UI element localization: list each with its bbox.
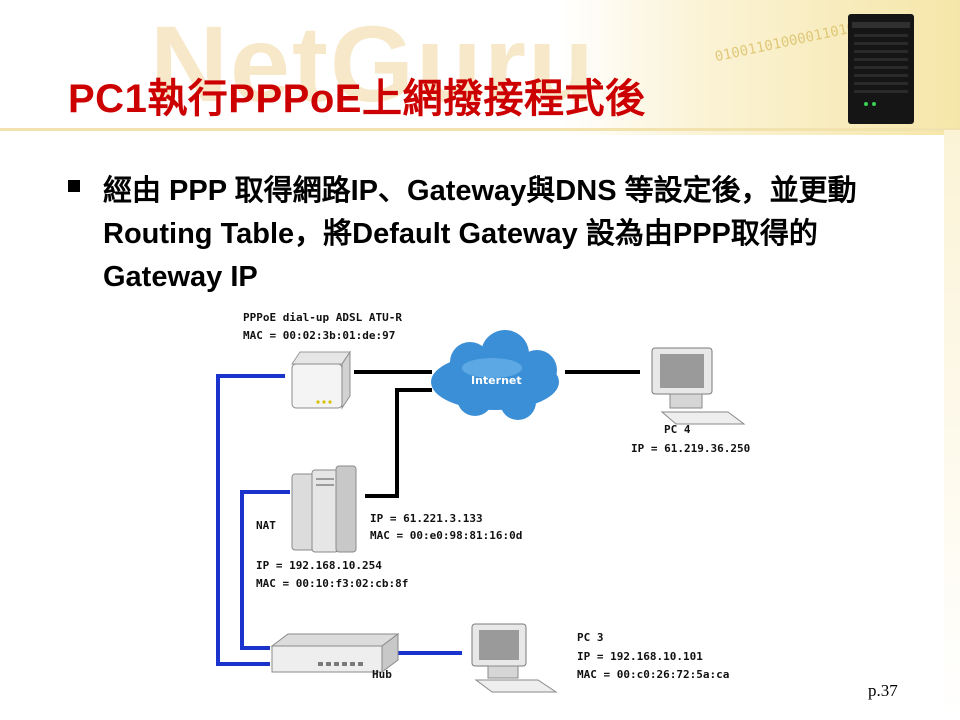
nat-wan-ip-label: IP = 61.221.3.133 <box>370 512 483 525</box>
page-number: p.37 <box>868 681 898 700</box>
nat-name-label: NAT <box>256 519 276 532</box>
nat-lan-ip-label: IP = 192.168.10.254 <box>256 559 382 572</box>
pc4-ip-label: IP = 61.219.36.250 <box>631 442 751 455</box>
server-decor: 0100110100001101011 <box>713 14 914 124</box>
pc3-name-label: PC 3 <box>577 631 604 644</box>
adsl-name-label: PPPoE dial-up ADSL ATU-R <box>243 311 402 324</box>
bullet-marker <box>68 180 80 192</box>
pc3-mac-label: MAC = 00:c0:26:72:5a:ca <box>577 668 730 681</box>
nat-server-icon <box>291 465 357 553</box>
header-divider <box>0 128 960 131</box>
hub-icon <box>270 633 400 673</box>
right-rail <box>944 130 960 720</box>
nat-wan-mac-label: MAC = 00:e0:98:81:16:0d <box>370 529 523 542</box>
hub-name-label: Hub <box>372 668 392 681</box>
adsl-modem-icon <box>291 350 351 410</box>
pc4-name-label: PC 4 <box>664 423 691 436</box>
blue-links <box>216 374 462 666</box>
internet-label: Internet <box>471 374 522 387</box>
header-banner: NetGuru 0100110100001101011 PC1執行PPPoE上網… <box>0 0 960 140</box>
pc3-ip-label: IP = 192.168.10.101 <box>577 650 703 663</box>
bullet-text: 經由 PPP 取得網路IP、Gateway與DNS 等設定後，並更動 Routi… <box>103 175 857 293</box>
pc3-computer-icon <box>471 623 558 693</box>
internet-cloud-icon <box>431 330 559 420</box>
black-links <box>354 370 640 498</box>
slide-title: PC1執行PPPoE上網撥接程式後 <box>68 77 646 121</box>
nat-lan-mac-label: MAC = 00:10:f3:02:cb:8f <box>256 577 409 590</box>
netguru-watermark: NetGuru <box>150 3 596 124</box>
adsl-mac-label: MAC = 00:02:3b:01:de:97 <box>243 329 396 342</box>
pc4-computer-icon <box>651 347 746 425</box>
